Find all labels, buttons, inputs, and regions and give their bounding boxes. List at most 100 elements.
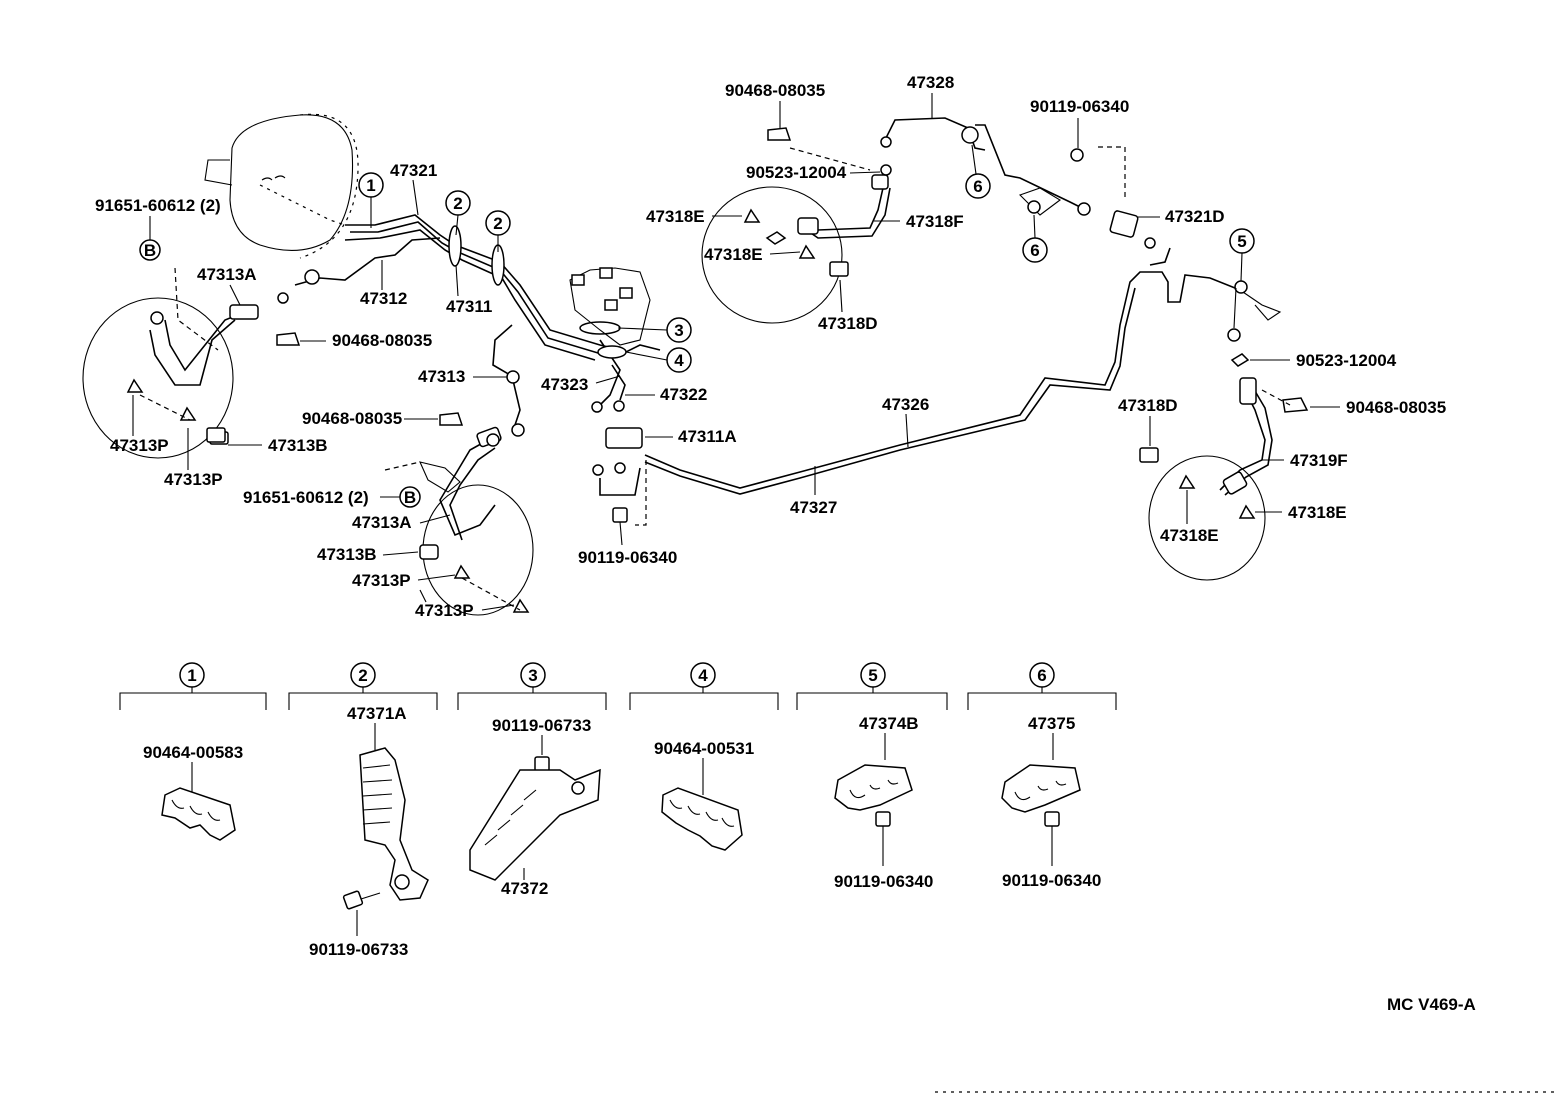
clamp-4-ring — [597, 345, 627, 359]
clamp-3-ring — [579, 321, 621, 335]
legend-group-5: 5 47374B 90119-06340 — [796, 662, 948, 891]
clip-90468-a — [276, 332, 301, 346]
callout-3-number: 3 — [674, 321, 683, 340]
label-47313B-b: 47313B — [317, 545, 377, 564]
label-90468-08035-d: 90468-08035 — [1346, 398, 1446, 417]
screw-90119-06340-b — [1044, 811, 1060, 827]
callout-6a-number: 6 — [973, 177, 982, 196]
ref-b-b-letter: B — [404, 488, 416, 507]
legend-4-part-a: 90464-00531 — [654, 739, 754, 758]
label-47313A-a: 47313A — [197, 265, 257, 284]
legend-6-part-b: 90119-06340 — [1002, 871, 1101, 890]
label-90119-06340-b: 90119-06340 — [1030, 97, 1129, 116]
legend-group-3: 3 90119-06733 47372 — [457, 662, 607, 898]
junction-block — [569, 267, 651, 346]
clamp-47374B-icon — [834, 764, 913, 811]
callout-6b: 6 — [1022, 214, 1048, 263]
callout-6a: 6 — [965, 144, 991, 199]
legend-group-6: 6 47375 90119-06340 — [967, 662, 1117, 890]
nut-b — [304, 269, 320, 285]
label-47313P-c: 47313P — [352, 571, 411, 590]
label-47318E-b: 47318E — [704, 245, 763, 264]
legend-4-number: 4 — [698, 666, 708, 685]
nut-a — [277, 292, 289, 304]
label-91651-60612-b: 91651-60612 (2) — [243, 488, 369, 507]
legend-3-part-a: 90119-06733 — [492, 716, 591, 735]
label-47318E-a: 47318E — [646, 207, 705, 226]
label-47311A: 47311A — [678, 427, 737, 446]
legend-6-number: 6 — [1037, 666, 1046, 685]
label-90468-08035-b: 90468-08035 — [302, 409, 402, 428]
legend-5-part-b: 90119-06340 — [834, 872, 933, 891]
label-90468-08035-c: 90468-08035 — [725, 81, 825, 100]
label-47313A-b: 47313A — [352, 513, 412, 532]
callout-3: 3 — [617, 317, 692, 343]
label-47318E-c: 47318E — [1160, 526, 1219, 545]
clamp-47372-icon — [469, 768, 601, 881]
screw-90119-06340-a — [875, 811, 891, 827]
legend-5-number: 5 — [868, 666, 877, 685]
label-47327: 47327 — [790, 498, 837, 517]
label-47318D-a: 47318D — [818, 314, 878, 333]
clamp-2-ring-a — [448, 225, 462, 267]
clip-90468-b — [439, 412, 464, 426]
callout-2a: 2 — [445, 190, 471, 236]
ref-b-b: B — [399, 486, 421, 508]
label-91651-60612-a: 91651-60612 (2) — [95, 196, 221, 215]
label-47321: 47321 — [390, 161, 437, 180]
callout-6b-number: 6 — [1030, 241, 1039, 260]
label-47318F: 47318F — [906, 212, 964, 231]
clamp-47375-icon — [1001, 764, 1081, 813]
callout-4: 4 — [625, 347, 692, 373]
label-47313P-a: 47313P — [110, 436, 169, 455]
label-47313P-b: 47313P — [164, 470, 223, 489]
legend-group-1: 1 90464-00583 — [119, 662, 267, 841]
legend-group-4: 4 90464-00531 — [629, 662, 779, 851]
clamp-47371A-icon — [359, 747, 429, 901]
label-47322: 47322 — [660, 385, 707, 404]
clamp-90464-00583-icon — [161, 787, 236, 841]
callout-2b-number: 2 — [493, 214, 502, 233]
callout-4-number: 4 — [674, 351, 684, 370]
label-47318E-d: 47318E — [1288, 503, 1347, 522]
label-47312: 47312 — [360, 289, 407, 308]
label-47313: 47313 — [418, 367, 465, 386]
center-junction — [591, 400, 647, 526]
front-brake-lines — [294, 214, 661, 426]
label-90468-08035-a: 90468-08035 — [332, 331, 432, 350]
label-47321D: 47321D — [1165, 207, 1225, 226]
callout-2b: 2 — [485, 210, 511, 252]
screw-90119-06733-a — [342, 890, 364, 910]
label-47311: 47311 — [446, 297, 492, 316]
label-47328: 47328 — [907, 73, 954, 92]
callout-2a-number: 2 — [453, 194, 462, 213]
callout-5: 5 — [1229, 228, 1255, 282]
legend-6-part-a: 47375 — [1028, 714, 1075, 733]
label-47326: 47326 — [882, 395, 929, 414]
legend-2-number: 2 — [358, 666, 367, 685]
label-90523-12004-b: 90523-12004 — [1296, 351, 1397, 370]
callout-1: 1 — [358, 172, 384, 228]
label-47318D-b: 47318D — [1118, 396, 1178, 415]
ref-b-a: B — [139, 239, 161, 261]
label-90119-06340-a: 90119-06340 — [578, 548, 677, 567]
screw-90119-06733-b — [534, 756, 550, 772]
label-47323: 47323 — [541, 375, 588, 394]
label-90523-12004-a: 90523-12004 — [746, 163, 847, 182]
legend-1-number: 1 — [187, 666, 196, 685]
brake-booster — [204, 113, 359, 259]
callout-5-number: 5 — [1237, 232, 1246, 251]
legend-5-part-a: 47374B — [859, 714, 919, 733]
legend-2-part-a: 47371A — [347, 704, 407, 723]
clamp-90464-00531-icon — [661, 787, 743, 851]
front-right-hose-assembly — [384, 370, 534, 616]
legend-3-part-b: 47372 — [501, 879, 548, 898]
front-left-hose-assembly — [82, 267, 259, 459]
callout-1-number: 1 — [366, 176, 375, 195]
label-47313B-a: 47313B — [268, 436, 328, 455]
bolt-47313B-a — [206, 427, 226, 443]
ref-b-a-letter: B — [144, 241, 156, 260]
diagram-code: MC V469-A — [1387, 995, 1476, 1014]
legend-group-2: 2 47371A 90119-06733 — [288, 662, 438, 959]
